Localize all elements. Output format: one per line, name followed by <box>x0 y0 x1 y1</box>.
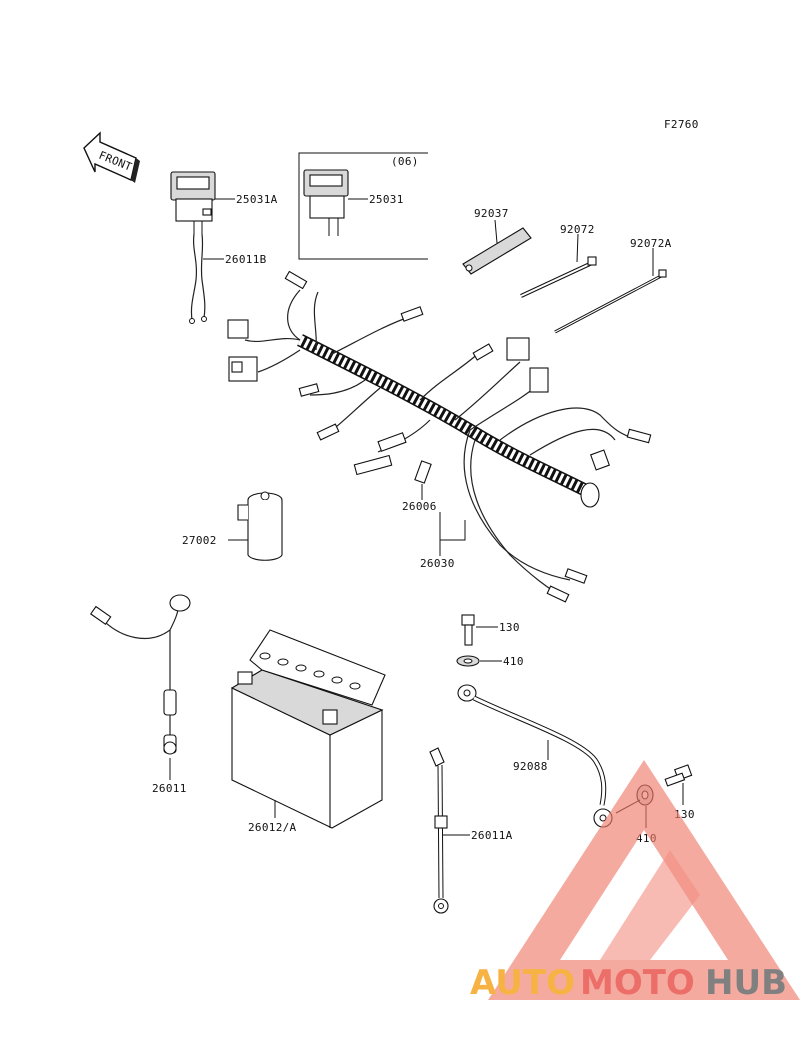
label-25031: 25031 <box>369 193 404 206</box>
logo-hub: HUB <box>705 963 787 1003</box>
label-92088: 92088 <box>513 760 548 773</box>
battery-26012a <box>230 629 386 829</box>
washer-410-upper <box>456 655 480 667</box>
strap-92072 <box>520 256 597 298</box>
front-arrow-icon: FRONT <box>83 131 140 183</box>
label-410-upper: 410 <box>503 655 524 668</box>
label-92037: 92037 <box>474 207 509 220</box>
inset-bracket: (06) <box>298 152 428 260</box>
label-92072: 92072 <box>560 223 595 236</box>
label-26011: 26011 <box>152 782 187 795</box>
lead-wire-26011b <box>189 233 207 324</box>
clamp-92037 <box>462 227 532 275</box>
inset-note: (06) <box>391 155 419 168</box>
lead-wire-26011a <box>429 747 449 914</box>
automotohub-logo: AUTO MOTO HUB <box>470 760 800 1003</box>
label-92072A: 92072A <box>630 237 672 250</box>
bolt-130-upper <box>461 614 475 646</box>
hour-meter-25031 <box>303 169 349 236</box>
logo-moto: MOTO <box>580 963 695 1003</box>
label-26011A: 26011A <box>471 829 513 842</box>
lead-wire-26011 <box>89 594 191 755</box>
relay-27002 <box>237 491 283 561</box>
bolt-130-lower <box>664 764 693 787</box>
label-26011B: 26011B <box>225 253 267 266</box>
hour-meter-25031a <box>170 171 216 234</box>
figure-code: F2760 <box>664 118 699 131</box>
strap-92072a <box>554 269 667 334</box>
label-26006: 26006 <box>402 500 437 513</box>
logo-auto: AUTO <box>470 963 575 1003</box>
label-130-upper: 130 <box>499 621 520 634</box>
label-26030: 26030 <box>420 557 455 570</box>
main-harness-26030 <box>227 270 652 603</box>
label-25031A: 25031A <box>236 193 278 206</box>
label-27002: 27002 <box>182 534 217 547</box>
label-26012A: 26012/A <box>248 821 297 834</box>
cable-92088 <box>457 684 613 828</box>
pin-26006 <box>414 460 432 484</box>
